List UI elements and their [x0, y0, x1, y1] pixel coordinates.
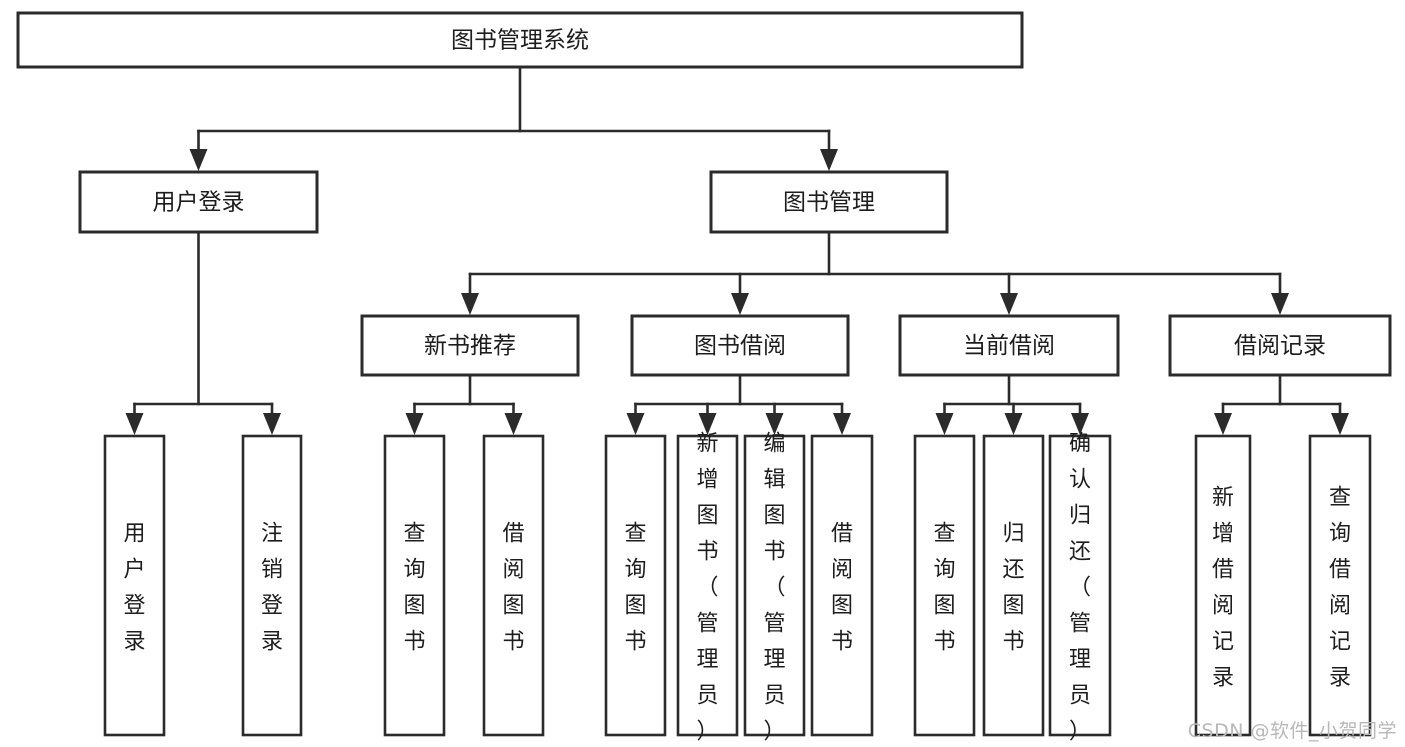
node-label-leaf-borrow-book-1: 借阅图书 — [502, 522, 524, 655]
node-box-root — [16, 11, 1024, 69]
book-management-arrow-3 — [1271, 293, 1289, 315]
borrow-record-arrow-1 — [1331, 413, 1349, 435]
node-current-borrow[interactable]: 当前借阅 — [898, 314, 1120, 377]
node-book-borrow[interactable]: 图书借阅 — [630, 314, 850, 377]
book-management-arrow-2 — [1000, 293, 1018, 315]
node-label-leaf-logout: 注销登录 — [261, 522, 283, 655]
node-label-leaf-confirm-return: 确认归还（管理员） — [1069, 432, 1091, 745]
new-book-recommend-arrow-1 — [504, 413, 523, 435]
nodes-layer: 图书管理系统用户登录图书管理新书推荐图书借阅当前借阅借阅记录用户登录注销登录查询… — [16, 11, 1392, 745]
node-label-leaf-query-record: 查询借阅记录 — [1329, 486, 1351, 691]
node-label-leaf-query-book-2: 查询图书 — [624, 522, 646, 655]
node-leaf-query-book-1[interactable]: 查询图书 — [383, 434, 446, 737]
book-borrow-arrow-2 — [765, 413, 784, 435]
node-box-leaf-add-book — [676, 434, 739, 737]
node-root[interactable]: 图书管理系统 — [16, 11, 1024, 69]
node-leaf-return-book[interactable]: 归还图书 — [982, 434, 1045, 737]
node-label-leaf-add-book: 新增图书（管理员） — [696, 432, 718, 745]
node-leaf-add-book[interactable]: 新增图书（管理员） — [676, 432, 739, 745]
node-leaf-query-record[interactable]: 查询借阅记录 — [1308, 434, 1372, 737]
node-label-book-management: 图书管理 — [783, 190, 875, 216]
node-book-management[interactable]: 图书管理 — [709, 170, 949, 234]
node-label-new-book-recommend: 新书推荐 — [424, 333, 516, 359]
node-box-leaf-return-book — [982, 434, 1045, 737]
node-leaf-query-book-2[interactable]: 查询图书 — [604, 434, 667, 737]
book-management-arrow-1 — [731, 293, 749, 315]
node-leaf-query-book-3[interactable]: 查询图书 — [913, 434, 976, 737]
node-box-leaf-borrow-book-2 — [810, 434, 874, 737]
current-borrow-arrow-0 — [935, 413, 954, 435]
node-label-root: 图书管理系统 — [451, 28, 589, 54]
node-new-book-recommend[interactable]: 新书推荐 — [360, 314, 580, 377]
node-leaf-confirm-return[interactable]: 确认归还（管理员） — [1048, 432, 1112, 745]
node-borrow-record[interactable]: 借阅记录 — [1168, 314, 1392, 377]
current-borrow-arrow-2 — [1071, 413, 1089, 435]
node-box-user-login — [78, 170, 319, 234]
node-leaf-edit-book[interactable]: 编辑图书（管理员） — [743, 432, 806, 745]
node-leaf-logout[interactable]: 注销登录 — [241, 434, 303, 737]
node-box-leaf-user-login — [103, 434, 166, 737]
book-management-arrow-0 — [461, 293, 479, 315]
node-label-leaf-borrow-book-2: 借阅图书 — [831, 522, 853, 655]
node-box-leaf-query-book-1 — [383, 434, 446, 737]
csdn-watermark: CSDN @软件_小贺同学 — [1187, 720, 1397, 742]
node-box-new-book-recommend — [360, 314, 580, 377]
node-box-current-borrow — [898, 314, 1120, 377]
node-leaf-borrow-book-2[interactable]: 借阅图书 — [810, 434, 874, 737]
node-label-leaf-query-book-3: 查询图书 — [933, 522, 955, 655]
connectors-layer — [125, 65, 1349, 435]
borrow-record-arrow-0 — [1214, 413, 1232, 435]
node-label-current-borrow: 当前借阅 — [963, 333, 1055, 359]
node-label-leaf-user-login: 用户登录 — [123, 522, 145, 655]
user-login-arrow-1 — [263, 413, 281, 435]
node-box-leaf-borrow-book-1 — [482, 434, 545, 737]
node-box-book-borrow — [630, 314, 850, 377]
node-leaf-add-record[interactable]: 新增借阅记录 — [1194, 434, 1252, 737]
book-borrow-arrow-1 — [698, 413, 717, 435]
node-box-leaf-add-record — [1194, 434, 1252, 737]
book-borrow-arrow-3 — [833, 413, 851, 435]
node-label-borrow-record: 借阅记录 — [1234, 333, 1326, 359]
node-leaf-borrow-book-1[interactable]: 借阅图书 — [482, 434, 545, 737]
node-box-leaf-edit-book — [743, 434, 806, 737]
node-user-login[interactable]: 用户登录 — [78, 170, 319, 234]
node-label-leaf-query-book-1: 查询图书 — [403, 522, 425, 655]
node-label-user-login: 用户登录 — [153, 190, 245, 216]
node-box-leaf-query-book-3 — [913, 434, 976, 737]
node-leaf-user-login[interactable]: 用户登录 — [103, 434, 166, 737]
current-borrow-arrow-1 — [1004, 413, 1023, 435]
book-borrow-arrow-0 — [626, 413, 645, 435]
root-arrow-1 — [820, 149, 838, 171]
node-box-leaf-confirm-return — [1048, 434, 1112, 737]
node-box-book-management — [709, 170, 949, 234]
node-box-borrow-record — [1168, 314, 1392, 377]
node-box-leaf-query-book-2 — [604, 434, 667, 737]
node-label-leaf-return-book: 归还图书 — [1002, 522, 1024, 655]
node-label-leaf-edit-book: 编辑图书（管理员） — [763, 432, 785, 745]
node-label-leaf-add-record: 新增借阅记录 — [1212, 486, 1234, 691]
node-box-leaf-query-record — [1308, 434, 1372, 737]
user-login-arrow-0 — [125, 413, 144, 435]
node-box-leaf-logout — [241, 434, 303, 737]
node-label-book-borrow: 图书借阅 — [694, 333, 786, 359]
root-arrow-0 — [189, 149, 208, 171]
new-book-recommend-arrow-0 — [405, 413, 424, 435]
